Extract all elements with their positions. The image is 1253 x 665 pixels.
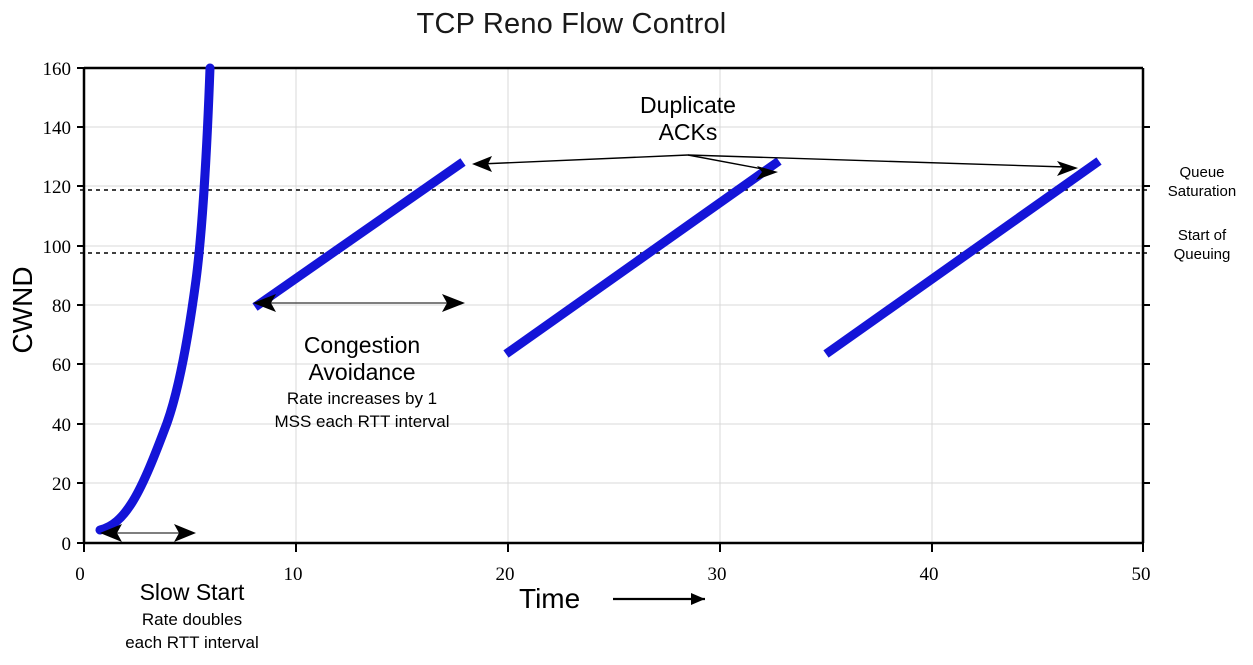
congestion-heading-line2: Avoidance xyxy=(309,359,416,385)
slow-start-annotation: Slow Start Rate doubles each RTT interva… xyxy=(100,524,259,652)
slow-start-curve xyxy=(95,63,215,535)
y-tick-label: 140 xyxy=(43,118,72,139)
y-axis-tick-labels: 160 140 120 100 80 60 40 20 0 xyxy=(43,59,72,555)
duplicate-acks-leader-1 xyxy=(479,154,689,165)
congestion-sub-line1: Rate increases by 1 xyxy=(287,389,437,408)
y-tick-label: 120 xyxy=(43,177,72,198)
queue-saturation-line1: Queue xyxy=(1179,164,1224,181)
slow-start-sub-line2: each RTT interval xyxy=(125,633,259,652)
slow-start-sub-line1: Rate doubles xyxy=(142,610,242,629)
duplicate-acks-label-line2: ACKs xyxy=(659,119,718,145)
y-axis-ticks xyxy=(77,67,84,544)
arrowhead-right-icon xyxy=(442,294,465,312)
duplicate-acks-label-line1: Duplicate xyxy=(640,92,736,118)
y-tick-label: 0 xyxy=(62,534,72,555)
queue-saturation-line2: Saturation xyxy=(1168,183,1236,200)
x-tick-label: 0 xyxy=(75,564,85,585)
arrowhead-left-icon xyxy=(100,524,122,542)
y-tick-label: 40 xyxy=(52,415,71,436)
y-axis-title: CWND xyxy=(7,266,38,353)
x-tick-label: 40 xyxy=(920,564,939,585)
slow-start-heading: Slow Start xyxy=(140,579,245,605)
y-tick-label: 60 xyxy=(52,355,71,376)
grid-vertical xyxy=(295,68,933,543)
duplicate-acks-leader-2 xyxy=(687,154,769,171)
duplicate-acks-annotation: Duplicate ACKs xyxy=(472,92,1078,180)
congestion-avoidance-segment-1 xyxy=(252,158,466,311)
x-axis-direction-arrow-icon xyxy=(613,593,705,605)
y-tick-label: 160 xyxy=(43,59,72,80)
congestion-avoidance-segment-3 xyxy=(823,157,1102,358)
congestion-heading-line1: Congestion xyxy=(304,332,420,358)
arrowhead-right-icon xyxy=(756,166,778,180)
x-tick-label: 50 xyxy=(1132,564,1151,585)
congestion-avoidance-annotation: Congestion Avoidance Rate increases by 1… xyxy=(253,294,465,431)
arrowhead-left-icon xyxy=(253,294,276,312)
x-axis-title: Time xyxy=(519,583,580,614)
x-tick-label: 30 xyxy=(708,564,727,585)
x-axis-tick-labels: 0 10 20 30 40 50 xyxy=(75,564,1150,585)
duplicate-acks-leader-3 xyxy=(687,154,1067,168)
page-title: TCP Reno Flow Control xyxy=(416,8,727,40)
start-of-queuing-line2: Queuing xyxy=(1174,246,1231,263)
y-tick-label: 100 xyxy=(43,237,72,258)
start-of-queuing-line1: Start of xyxy=(1178,227,1227,244)
y-axis-ticks-right xyxy=(1143,126,1150,484)
start-of-queuing-label: Start of Queuing xyxy=(1174,227,1231,263)
y-tick-label: 80 xyxy=(52,296,71,317)
x-tick-label: 20 xyxy=(496,564,515,585)
arrowhead-right-icon xyxy=(174,524,196,542)
queue-saturation-label: Queue Saturation xyxy=(1168,164,1236,200)
x-axis-ticks xyxy=(83,543,1144,552)
arrowhead-left-icon xyxy=(472,156,492,172)
congestion-avoidance-segment-2 xyxy=(503,157,782,358)
arrowhead-right-icon xyxy=(1057,161,1078,176)
x-tick-label: 10 xyxy=(284,564,303,585)
y-tick-label: 20 xyxy=(52,474,71,495)
congestion-sub-line2: MSS each RTT interval xyxy=(274,412,449,431)
